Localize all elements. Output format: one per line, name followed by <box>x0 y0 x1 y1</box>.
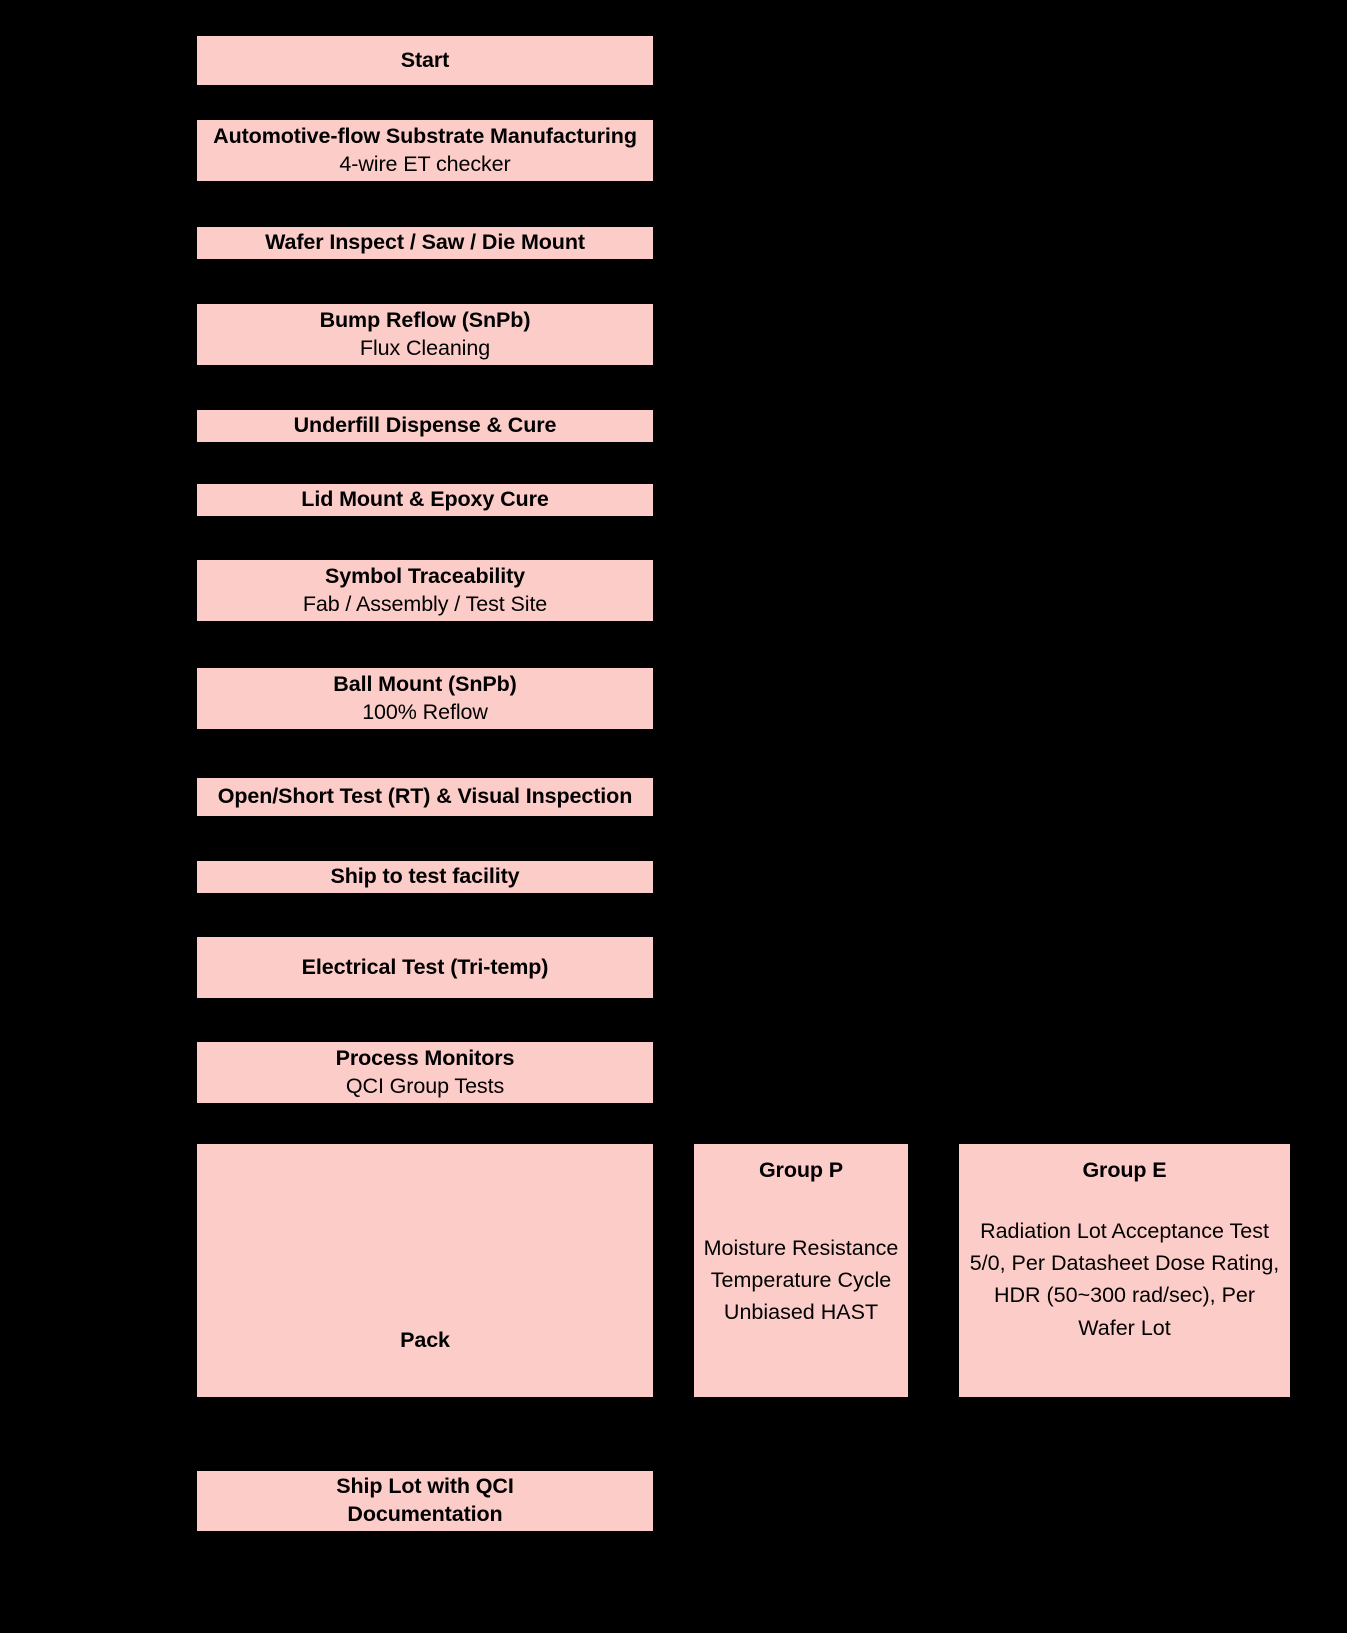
flow-node-process-monitors[interactable]: Process Monitors QCI Group Tests <box>197 1042 653 1103</box>
flow-node-title: Symbol Traceability <box>324 563 526 588</box>
flow-node-title: Process Monitors <box>335 1045 515 1070</box>
connector-ship-to-test-facility-to-electrical-test <box>424 893 426 937</box>
connector-lid-mount-to-symbol-traceability <box>424 516 426 560</box>
flow-node-title: Ship Lot with QCI <box>336 1474 514 1499</box>
qci-group-title: Group P <box>758 1158 844 1182</box>
flow-node-subtitle: 4-wire ET checker <box>339 151 511 176</box>
flow-node-title: Ball Mount (SnPb) <box>333 671 517 696</box>
flow-node-subtitle: 100% Reflow <box>362 699 488 724</box>
flow-node-pack[interactable]: Pack <box>197 1144 653 1397</box>
flow-node-title: Bump Reflow (SnPb) <box>319 307 531 332</box>
flow-node-title: Open/Short Test (RT) & Visual Inspection <box>217 784 633 809</box>
flow-node-title: Wafer Inspect / Saw / Die Mount <box>265 230 585 255</box>
flow-node-ship-to-test-facility[interactable]: Ship to test facility <box>197 861 653 893</box>
flow-node-start[interactable]: Start <box>197 36 653 85</box>
flow-node-title-line2: Documentation <box>347 1502 503 1526</box>
connector-symbol-traceability-to-ball-mount <box>424 621 426 668</box>
flow-node-title: Lid Mount & Epoxy Cure <box>301 487 549 512</box>
flow-node-title: Underfill Dispense & Cure <box>293 413 557 438</box>
flow-node-electrical-test-tri-temp[interactable]: Electrical Test (Tri-temp) <box>197 937 653 998</box>
connector-open-short-test-to-ship-to-test-facility <box>424 816 426 861</box>
connector-start-to-substrate <box>424 85 426 120</box>
flow-node-ship-lot-with-qci-documentation[interactable]: Ship Lot with QCI Documentation <box>197 1471 653 1531</box>
connector-electrical-test-to-process-monitors <box>424 998 426 1042</box>
flow-node-open-short-test-visual-inspection[interactable]: Open/Short Test (RT) & Visual Inspection <box>197 778 653 816</box>
flow-node-title: Start <box>400 47 450 72</box>
flow-node-automotive-flow-substrate-manufacturing[interactable]: Automotive-flow Substrate Manufacturing … <box>197 120 653 181</box>
connector-ball-mount-to-open-short-test <box>424 729 426 778</box>
flow-node-underfill-dispense-cure[interactable]: Underfill Dispense & Cure <box>197 410 653 442</box>
flow-node-subtitle: Flux Cleaning <box>359 335 491 360</box>
connector-process-monitors-to-pack <box>424 1103 426 1144</box>
flow-node-lid-mount-epoxy-cure[interactable]: Lid Mount & Epoxy Cure <box>197 484 653 516</box>
connector-underfill-to-lid-mount <box>424 442 426 484</box>
flow-node-subtitle: Fab / Assembly / Test Site <box>302 591 548 616</box>
qci-group-p-box[interactable]: Group P Moisture Resistance Temperature … <box>694 1144 908 1397</box>
flow-node-subtitle: QCI Group Tests <box>345 1073 505 1098</box>
flow-node-title: Pack <box>400 1328 450 1353</box>
qci-group-body: Moisture Resistance Temperature Cycle Un… <box>703 1235 899 1325</box>
flow-node-symbol-traceability[interactable]: Symbol Traceability Fab / Assembly / Tes… <box>197 560 653 621</box>
qci-group-e-box[interactable]: Group E Radiation Lot Acceptance Test 5/… <box>959 1144 1290 1397</box>
connector-bump-reflow-to-underfill <box>424 365 426 410</box>
connector-wafer-inspect-to-bump-reflow <box>424 259 426 304</box>
connector-pack-to-ship-lot <box>424 1397 426 1471</box>
flow-node-title: Automotive-flow Substrate Manufacturing <box>213 123 637 148</box>
qci-group-title: Group E <box>1082 1158 1167 1182</box>
flow-node-ball-mount[interactable]: Ball Mount (SnPb) 100% Reflow <box>197 668 653 729</box>
flow-node-title: Electrical Test (Tri-temp) <box>301 954 549 979</box>
flow-node-title: Ship to test facility <box>330 864 520 889</box>
flow-node-bump-reflow[interactable]: Bump Reflow (SnPb) Flux Cleaning <box>197 304 653 365</box>
flow-node-wafer-inspect-saw-die-mount[interactable]: Wafer Inspect / Saw / Die Mount <box>197 227 653 259</box>
qci-group-body: Radiation Lot Acceptance Test 5/0, Per D… <box>969 1218 1280 1340</box>
connector-substrate-to-wafer-inspect <box>424 181 426 227</box>
